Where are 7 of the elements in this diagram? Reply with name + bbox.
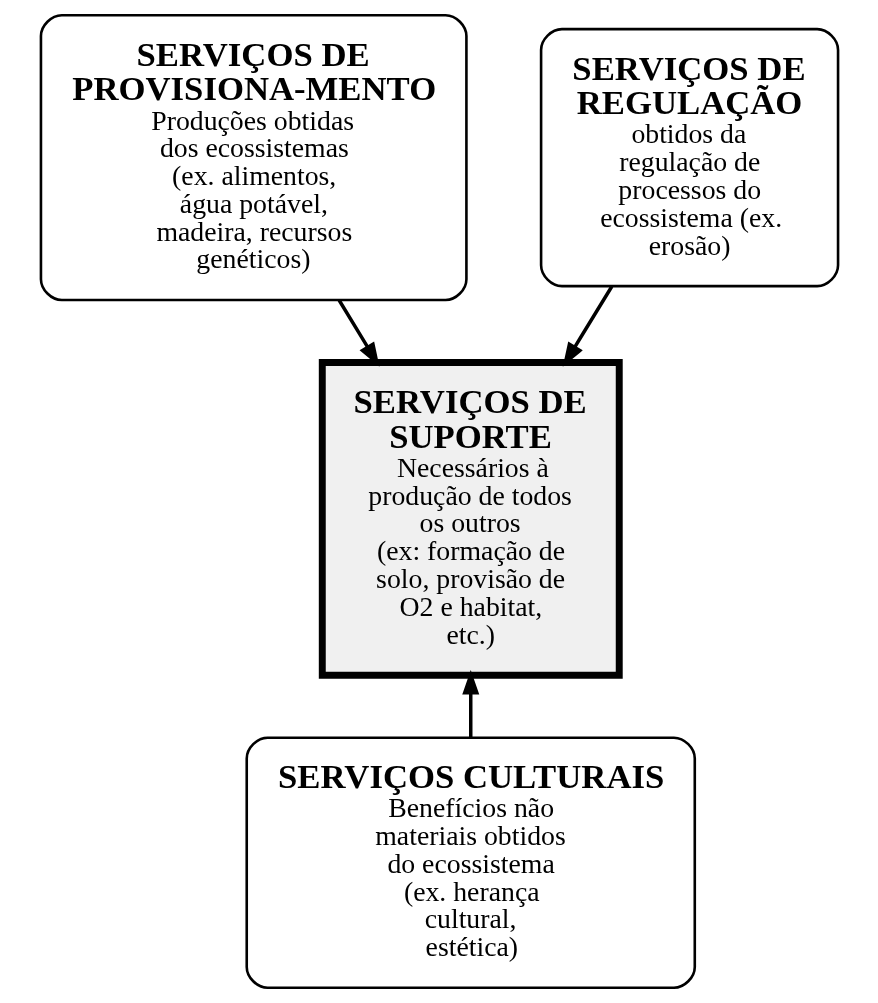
arrow <box>337 299 379 367</box>
node-box: SERVIÇOS DE SUPORTE Necessários à produção de todos os outros (ex: formação de solo, provisão de O2 e habitat, etc.) <box>318 359 623 679</box>
node-box: SERVIÇOS DE REGULAÇÃO obtidos da regulação de processos do ecossistema (ex. erosão) <box>539 27 839 288</box>
node-box: SERVIÇOS CULTURAIS Benefícios não materiais obtidos do ecossistema (ex. herança cultural, estética) <box>244 736 696 990</box>
arrow <box>461 670 479 738</box>
arrow <box>562 285 613 367</box>
node-box: SERVIÇOS DE PROVISIONA-MENTO Produções obtidas dos ecossistemas (ex. alimentos, água potável, madeira, recursos genéticos) <box>39 13 468 302</box>
